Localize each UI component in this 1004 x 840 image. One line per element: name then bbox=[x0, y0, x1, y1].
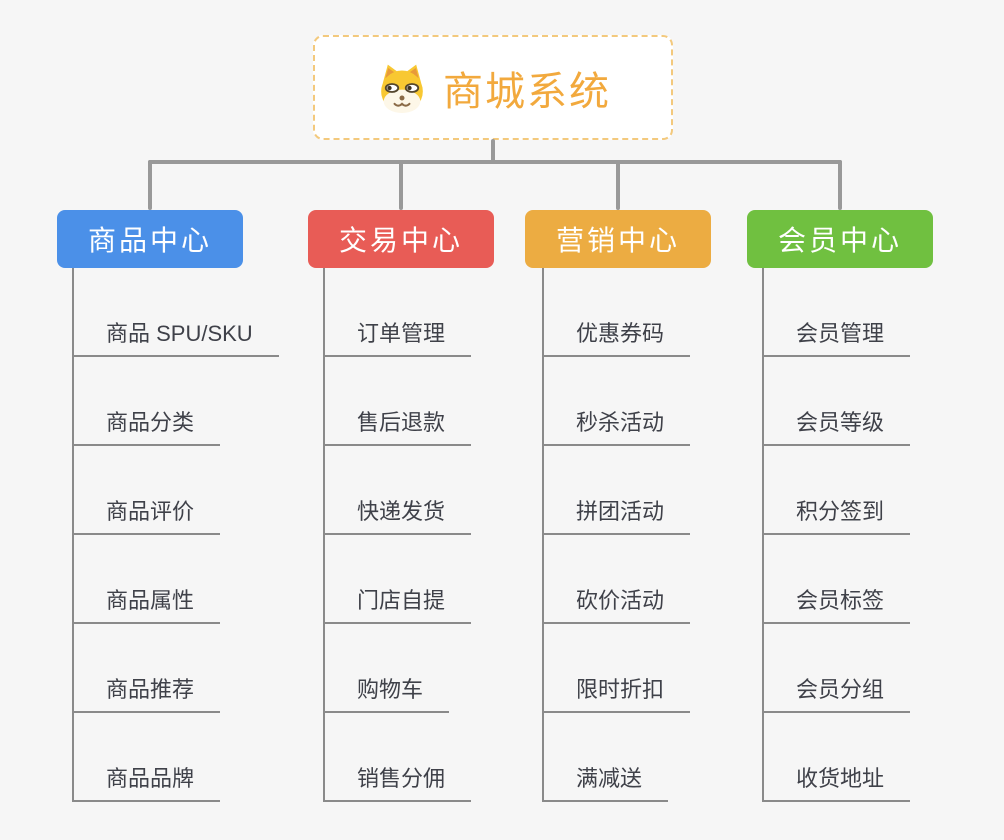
child-topic[interactable]: 拼团活动 bbox=[542, 499, 691, 535]
branch-trunk bbox=[762, 268, 764, 802]
child-topic[interactable]: 会员等级 bbox=[762, 410, 911, 446]
connector-branch-stub bbox=[148, 160, 152, 210]
connector-bus bbox=[148, 160, 842, 164]
child-topic[interactable]: 商品 SPU/SKU bbox=[72, 321, 279, 357]
child-topic[interactable]: 快递发货 bbox=[323, 499, 472, 535]
child-topic[interactable]: 商品评价 bbox=[72, 499, 221, 535]
child-topic[interactable]: 购物车 bbox=[323, 677, 450, 713]
child-topic[interactable]: 优惠券码 bbox=[542, 321, 691, 357]
branch-trunk bbox=[72, 268, 74, 802]
doge-icon bbox=[381, 64, 423, 113]
root-node[interactable]: 商城系统 bbox=[313, 35, 673, 140]
child-topic[interactable]: 门店自提 bbox=[323, 588, 472, 624]
child-topic[interactable]: 商品品牌 bbox=[72, 766, 221, 802]
child-topic[interactable]: 会员标签 bbox=[762, 588, 911, 624]
child-topic[interactable]: 满减送 bbox=[542, 766, 669, 802]
child-topic[interactable]: 售后退款 bbox=[323, 410, 472, 446]
branch-node-1[interactable]: 商品中心 bbox=[57, 210, 243, 268]
child-topic[interactable]: 销售分佣 bbox=[323, 766, 472, 802]
connector-branch-stub bbox=[838, 160, 842, 210]
child-topic[interactable]: 秒杀活动 bbox=[542, 410, 691, 446]
branch-trunk bbox=[323, 268, 325, 802]
root-title: 商城系统 bbox=[443, 69, 611, 114]
child-topic[interactable]: 砍价活动 bbox=[542, 588, 691, 624]
child-topic[interactable]: 积分签到 bbox=[762, 499, 911, 535]
connector-root-drop bbox=[491, 139, 495, 162]
child-topic[interactable]: 收货地址 bbox=[762, 766, 911, 802]
child-topic[interactable]: 商品分类 bbox=[72, 410, 221, 446]
child-topic[interactable]: 会员分组 bbox=[762, 677, 911, 713]
branch-node-2[interactable]: 交易中心 bbox=[308, 210, 494, 268]
child-topic[interactable]: 商品推荐 bbox=[72, 677, 221, 713]
child-topic[interactable]: 会员管理 bbox=[762, 321, 911, 357]
child-topic[interactable]: 商品属性 bbox=[72, 588, 221, 624]
connector-branch-stub bbox=[616, 160, 620, 210]
branch-node-4[interactable]: 会员中心 bbox=[747, 210, 933, 268]
branch-trunk bbox=[542, 268, 544, 802]
child-topic[interactable]: 限时折扣 bbox=[542, 677, 691, 713]
child-topic[interactable]: 订单管理 bbox=[323, 321, 472, 357]
branch-node-3[interactable]: 营销中心 bbox=[525, 210, 711, 268]
connector-branch-stub bbox=[399, 160, 403, 210]
